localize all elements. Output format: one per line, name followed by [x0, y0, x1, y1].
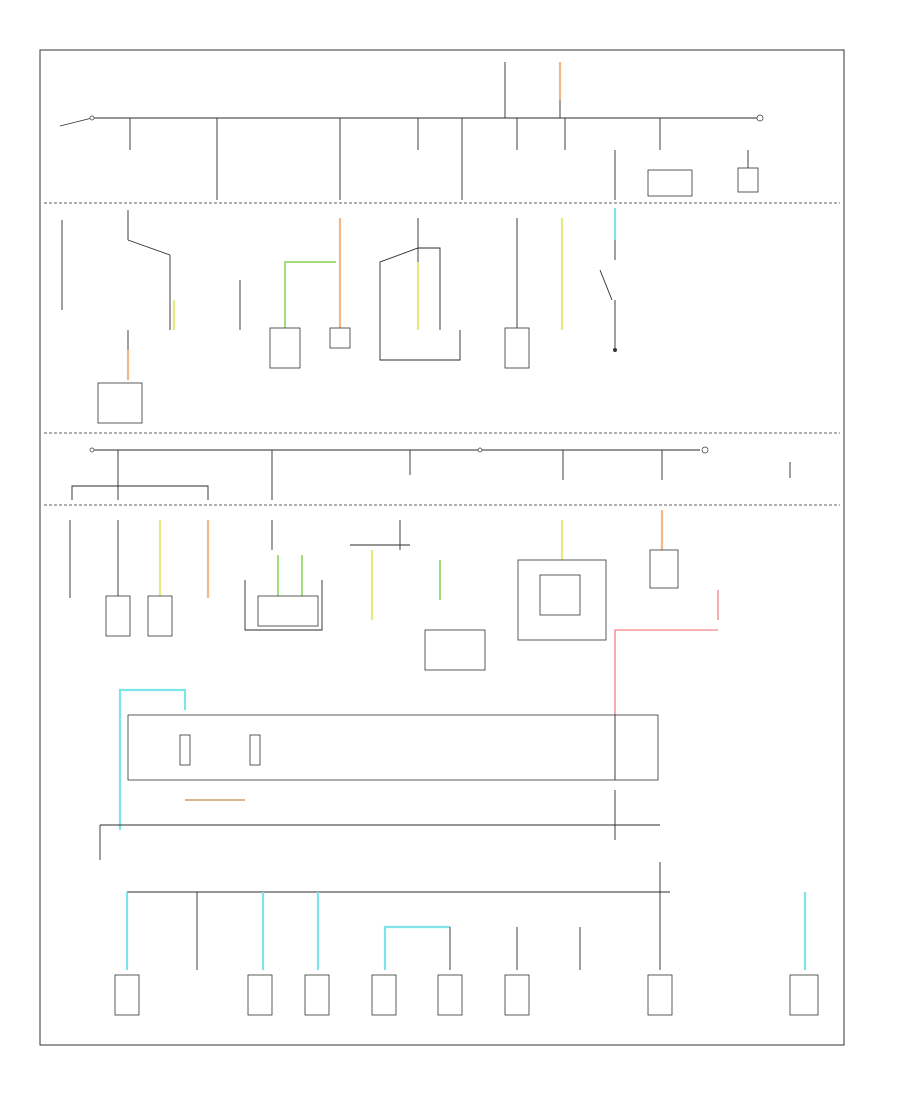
section-second-fuse-panel	[44, 432, 840, 506]
section-upper-components	[61, 208, 617, 424]
section-top-fuse-panel	[44, 62, 840, 204]
section-bottom-row	[114, 862, 819, 1016]
section-relay-box	[99, 688, 660, 860]
section-lower-components	[69, 510, 719, 720]
diagram-frame	[39, 49, 845, 1046]
